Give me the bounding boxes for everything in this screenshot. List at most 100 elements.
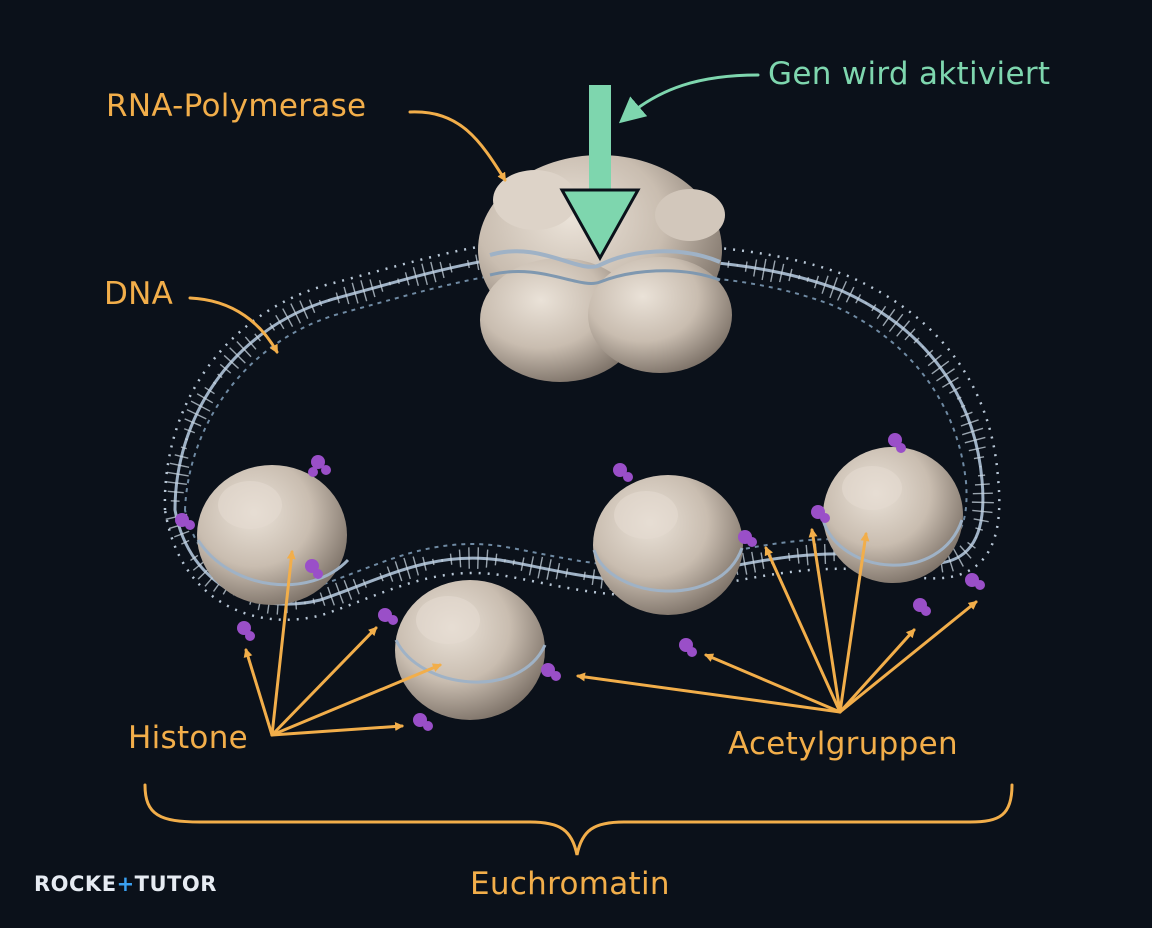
dna-base-pair bbox=[753, 259, 758, 277]
dna-base-pair bbox=[485, 549, 489, 568]
dna-base-pair bbox=[475, 254, 480, 271]
dna-base-pair bbox=[913, 337, 920, 344]
dna-strand-inner bbox=[183, 268, 968, 591]
dna-base-pair bbox=[882, 308, 896, 327]
dna-base-pair bbox=[959, 545, 972, 559]
dna-base-pair bbox=[190, 400, 211, 412]
dna-base-pair bbox=[770, 260, 776, 282]
dna-base-pair bbox=[806, 277, 810, 282]
acetyl-group bbox=[613, 463, 633, 482]
dna-base-pair bbox=[432, 558, 435, 566]
dna-base-pair bbox=[183, 428, 196, 434]
dna-base-pair bbox=[952, 547, 964, 567]
dna-base-pair bbox=[184, 418, 202, 427]
dna-base-pair bbox=[439, 261, 445, 279]
dna-base-pair bbox=[927, 354, 942, 367]
dna-base-pair bbox=[949, 386, 961, 394]
dna-base-pair bbox=[449, 263, 453, 273]
dna-base-pair bbox=[964, 436, 986, 444]
arrow-acetyl bbox=[764, 546, 842, 714]
dna-base-pair bbox=[797, 274, 801, 280]
dna-base-pair bbox=[212, 381, 217, 385]
dna-base-pair bbox=[904, 328, 916, 341]
dna-base-pair bbox=[412, 556, 420, 576]
dna-base-pair bbox=[229, 347, 246, 364]
dna-base-pair bbox=[960, 411, 973, 418]
dna-base-pair bbox=[972, 492, 993, 495]
acetyl-group bbox=[965, 573, 985, 590]
dna-base-pair bbox=[327, 586, 335, 606]
dna-base-pair bbox=[742, 552, 748, 575]
dna-base-pair bbox=[942, 376, 959, 388]
label-arrows bbox=[188, 73, 978, 737]
dna-base-pair bbox=[244, 336, 257, 350]
dna-base-pair bbox=[217, 373, 223, 379]
logo-text-part2: TUTOR bbox=[134, 872, 217, 896]
acetyl-group bbox=[811, 505, 830, 523]
dna-base-pair bbox=[318, 299, 323, 307]
arrow-acetyl bbox=[838, 600, 978, 714]
dna-base-pair bbox=[760, 552, 765, 570]
dna-base-pair bbox=[379, 572, 384, 582]
arrow-acetyl bbox=[838, 628, 916, 714]
acetyl-group bbox=[308, 455, 331, 477]
arrow-histone bbox=[270, 626, 378, 737]
dna-base-pair bbox=[494, 553, 498, 566]
dna-base-pair bbox=[583, 571, 586, 581]
dna-base-pair bbox=[282, 308, 294, 327]
dna-base-pair bbox=[520, 557, 525, 571]
arrow-histone bbox=[270, 663, 442, 737]
dna-base-pair bbox=[466, 259, 470, 269]
dna-base-pair bbox=[328, 298, 331, 302]
dna-base-pair bbox=[761, 258, 767, 281]
label-gene-activated: Gen wird aktiviert bbox=[768, 56, 1051, 92]
dna-base-pair bbox=[180, 446, 187, 450]
histone-2 bbox=[395, 580, 545, 720]
dna-base-pair bbox=[973, 518, 989, 523]
acetyl-group bbox=[679, 638, 697, 657]
acetyl-groups bbox=[175, 433, 985, 731]
acetyl-group bbox=[541, 663, 561, 681]
dna-base-pair bbox=[960, 404, 966, 408]
dna-base-pair bbox=[422, 556, 427, 571]
activation-arrow bbox=[559, 85, 641, 262]
dna-base-pair bbox=[528, 556, 534, 576]
dna-base-pair bbox=[388, 281, 391, 286]
dna-base-pair bbox=[362, 579, 367, 588]
dna-base-pair bbox=[876, 305, 887, 320]
dna-base-pair bbox=[823, 544, 827, 565]
dna-base-pair bbox=[181, 539, 190, 545]
arrow-acetyl bbox=[704, 653, 842, 714]
dna-base-pair bbox=[821, 275, 829, 294]
dna-base-pair bbox=[174, 454, 189, 459]
dna-base-pair bbox=[421, 263, 428, 286]
dna-base-pair bbox=[960, 419, 979, 427]
logo-text-part1: ROCKE bbox=[34, 872, 117, 896]
dna-base-pair bbox=[254, 333, 261, 342]
dna-base-pair bbox=[343, 286, 350, 305]
dna-base-pair bbox=[845, 286, 855, 303]
dna-base-pair bbox=[290, 303, 302, 324]
dna-base-pair bbox=[591, 569, 596, 586]
dna-base-pair bbox=[335, 582, 344, 604]
dna-base-pair bbox=[967, 541, 976, 549]
dna-base-pair bbox=[813, 275, 820, 289]
dna-base-pair bbox=[378, 279, 384, 292]
dna-base-pair bbox=[896, 320, 911, 337]
dna-base-pair bbox=[169, 462, 190, 468]
dna-base-pair bbox=[352, 578, 360, 595]
label-euchromatin: Euchromatin bbox=[470, 866, 670, 902]
brand-logo: ROCKE+TUTOR bbox=[34, 872, 217, 896]
dna-base-pair bbox=[974, 483, 990, 486]
dna-base-pair bbox=[788, 268, 793, 282]
dna-base-pair bbox=[269, 322, 276, 331]
arrow-histone bbox=[270, 550, 296, 737]
dna-base-pair bbox=[972, 509, 993, 514]
acetyl-group bbox=[175, 513, 195, 530]
dna-base-pair bbox=[975, 527, 984, 531]
dna-base-pair bbox=[865, 302, 868, 305]
dna-base-pair bbox=[961, 427, 984, 436]
dna-base-pair bbox=[351, 282, 359, 304]
dna-base-pair bbox=[888, 313, 904, 333]
